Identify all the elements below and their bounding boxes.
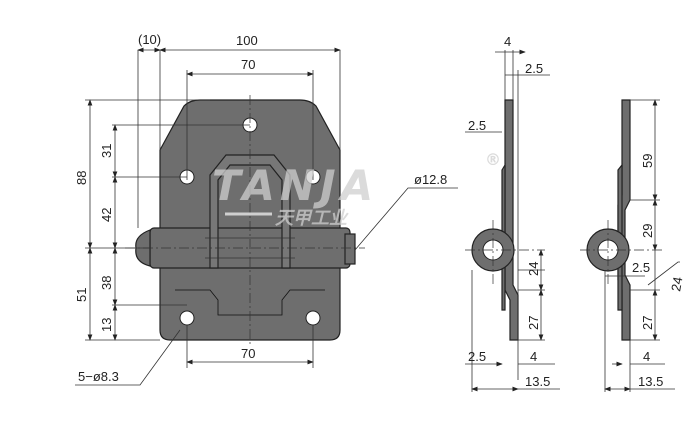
bail-handle [209,154,291,269]
dim-offset: 2.5 [632,260,650,275]
dim-pin-diameter: ø12.8 [414,172,447,187]
dim-offset-10: (10) [138,32,161,47]
pin-end-right [344,233,356,265]
dim-top-offset: 2.5 [525,61,543,76]
dim-38: 38 [99,276,114,290]
mounting-hole [305,310,321,326]
dim-51: 51 [74,288,89,302]
mounting-hole [179,310,195,326]
front-view: (10) 100 70 70 88 31 42 38 51 13 5−ø8.3 … [74,32,458,386]
dim-overall-depth: 13.5 [525,374,550,389]
dim-24: 24 [526,262,541,276]
dim-31: 31 [99,144,114,158]
svg-text:天甲工业: 天甲工业 [275,208,349,229]
dim-24: 24 [668,276,685,293]
dim-bottom-thickness: 4 [643,349,650,364]
dim-bottom-thickness: 4 [530,349,537,364]
dim-overall-width: 100 [236,33,258,48]
hinge-plate [159,99,341,341]
dim-29: 29 [640,224,655,238]
dim-59: 59 [640,154,655,168]
dim-27: 27 [526,316,541,330]
dim-holes: 5−ø8.3 [78,369,119,384]
dim-overall-depth: 13.5 [638,374,663,389]
watermark-logo: TANJA 天甲工业 ® [212,150,501,229]
side-view-left: 4 2.5 2.5 24 27 2.5 4 13.5 [465,34,560,392]
dim-bottom-offset: 2.5 [468,349,486,364]
dim-13: 13 [99,318,114,332]
dim-upper-offset: 2.5 [468,118,486,133]
dim-hole-spacing-bottom: 70 [241,346,255,361]
svg-text:TANJA: TANJA [212,161,378,210]
side-view-right: 59 29 2.5 24 27 4 13.5 [580,99,685,392]
svg-text:®: ® [485,150,501,169]
dim-top-thickness: 4 [504,34,511,49]
dim-27: 27 [640,316,655,330]
dim-42: 42 [99,208,114,222]
dim-hole-spacing-top: 70 [241,57,255,72]
dim-overall-height: 88 [74,171,89,185]
